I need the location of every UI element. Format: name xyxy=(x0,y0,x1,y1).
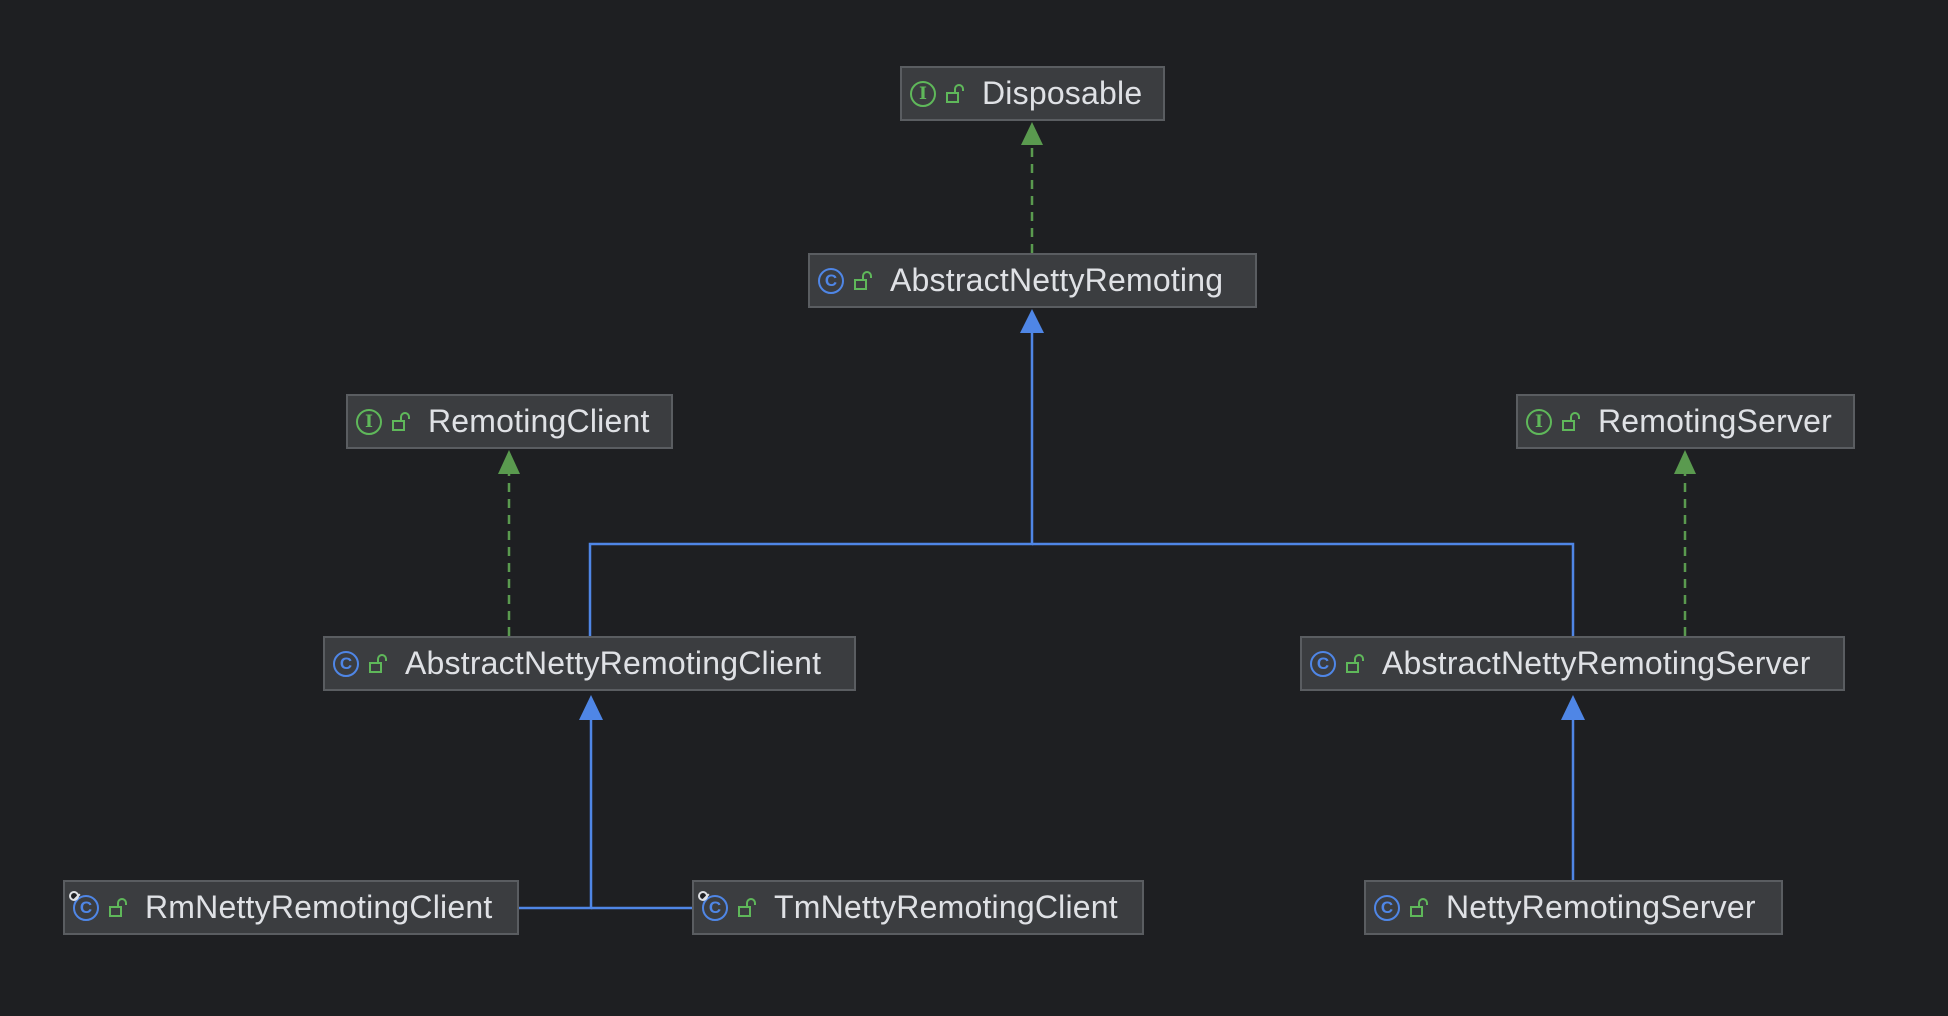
class-icon: C xyxy=(818,267,844,294)
class-icon: C xyxy=(1310,650,1336,677)
arrowhead-abstractnettyremotingserver xyxy=(1561,695,1585,720)
interface-icon: I xyxy=(910,80,936,107)
final-class-icon: C xyxy=(698,890,728,921)
node-label: RemotingClient xyxy=(428,403,650,439)
final-modifier-icon xyxy=(69,890,79,901)
node-disposable[interactable]: I Disposable xyxy=(900,66,1165,121)
node-label: TmNettyRemotingClient xyxy=(774,889,1118,925)
edge-abstractnettyremotingclient-extends-abstractnettyremoting xyxy=(588,332,1034,636)
public-lock-icon xyxy=(1562,411,1580,431)
class-icon: C xyxy=(333,650,359,677)
final-modifier-icon xyxy=(698,890,708,901)
public-lock-icon xyxy=(854,270,872,290)
node-label: RemotingServer xyxy=(1598,403,1833,439)
public-lock-icon xyxy=(946,83,964,103)
public-lock-icon xyxy=(1410,897,1428,917)
node-label: NettyRemotingServer xyxy=(1446,889,1756,925)
node-label: RmNettyRemotingClient xyxy=(145,889,493,925)
final-class-icon: C xyxy=(69,890,99,921)
node-abstractnettyremotingserver[interactable]: C AbstractNettyRemotingServer xyxy=(1300,636,1845,691)
node-nettyremotingserver[interactable]: C NettyRemotingServer xyxy=(1364,880,1783,935)
node-rmnettyremotingclient[interactable]: C RmNettyRemotingClient xyxy=(63,880,519,935)
node-abstractnettyremoting[interactable]: C AbstractNettyRemoting xyxy=(808,253,1257,308)
node-remotingserver[interactable]: I RemotingServer xyxy=(1516,394,1855,449)
arrowhead-remotingclient xyxy=(498,450,520,474)
public-lock-icon xyxy=(369,653,387,673)
edge-abstractnettyremotingserver-extends-abstractnettyremoting xyxy=(1032,542,1575,636)
public-lock-icon xyxy=(1346,653,1364,673)
node-label: Disposable xyxy=(982,75,1143,111)
node-label: AbstractNettyRemotingServer xyxy=(1382,645,1811,681)
node-remotingclient[interactable]: I RemotingClient xyxy=(346,394,673,449)
node-tmnettyremotingclient[interactable]: C TmNettyRemotingClient xyxy=(692,880,1144,935)
node-abstractnettyremotingclient[interactable]: C AbstractNettyRemotingClient xyxy=(323,636,856,691)
public-lock-icon xyxy=(109,897,127,917)
class-glyph: C xyxy=(79,897,93,917)
arrowhead-remotingserver xyxy=(1674,450,1696,474)
arrowhead-abstractnettyremotingclient xyxy=(579,695,603,720)
public-lock-icon xyxy=(738,897,756,917)
node-label: AbstractNettyRemoting xyxy=(890,262,1224,298)
node-label: AbstractNettyRemotingClient xyxy=(405,645,822,681)
interface-icon: I xyxy=(356,408,382,435)
arrowhead-abstractnettyremoting xyxy=(1020,309,1044,333)
class-glyph: C xyxy=(708,897,722,917)
edge-rmnettyremotingclient-extends-abstractnettyremotingclient xyxy=(518,719,593,910)
interface-icon: I xyxy=(1526,408,1552,435)
public-lock-icon xyxy=(392,411,410,431)
class-icon: C xyxy=(1374,894,1400,921)
arrowhead-disposable xyxy=(1021,122,1043,145)
